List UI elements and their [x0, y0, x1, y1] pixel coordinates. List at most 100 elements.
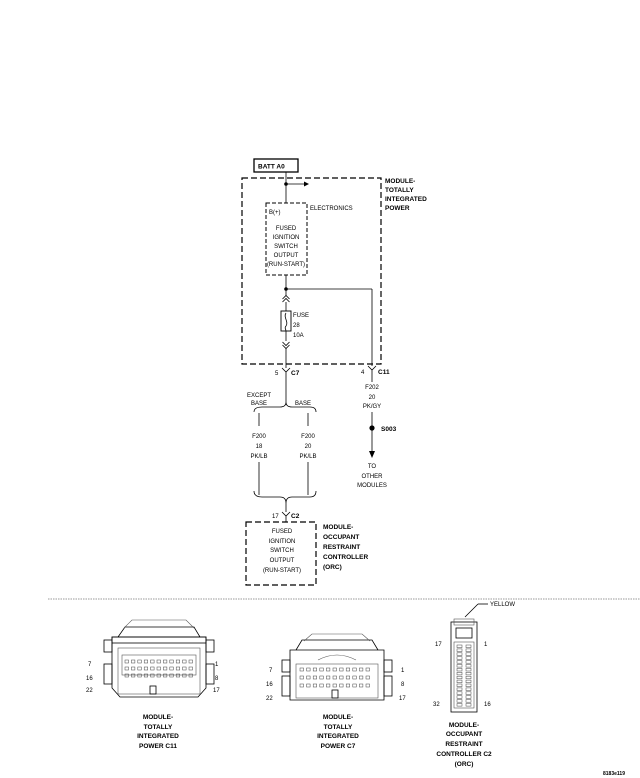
pin-cavity [456, 644, 463, 648]
c7-connector-label: C7 [291, 370, 300, 377]
pin-cavity [306, 667, 311, 672]
svg-text:PK/LB: PK/LB [299, 454, 316, 460]
pin-cavity [326, 683, 331, 688]
pin-cavity [465, 691, 472, 695]
pin-cavity [175, 666, 180, 671]
svg-text:17: 17 [213, 688, 220, 694]
pin-cavity [156, 659, 161, 664]
pin-cavity [365, 667, 370, 672]
svg-text:28: 28 [293, 323, 300, 329]
pin-cavity [124, 659, 129, 664]
option-brace-top [253, 401, 317, 413]
connector-c11-pin-grid [124, 659, 193, 678]
pin-cavity [456, 683, 463, 687]
connector-c7-caption: MODULE- TOTALLY INTEGRATED POWER C7 [317, 714, 359, 750]
c11-connector-label: C11 [378, 369, 390, 376]
connector-c2-face [450, 618, 478, 713]
pin-cavity [345, 667, 350, 672]
svg-text:TOTALLY: TOTALLY [324, 724, 353, 731]
pin-cavity [131, 666, 136, 671]
pin-cavity [465, 656, 472, 660]
pin-cavity [299, 675, 304, 680]
svg-text:(RUN-START): (RUN-START) [267, 262, 305, 268]
splice-s003-label: S003 [381, 426, 397, 433]
svg-text:(ORC): (ORC) [455, 761, 474, 768]
fuse-label: FUSE 28 10A [293, 313, 309, 339]
pin-cavity [456, 652, 463, 656]
pin-cavity [332, 667, 337, 672]
pin-cavity [345, 675, 350, 680]
pin-cavity [365, 675, 370, 680]
f200-right-wire-label: F200 20 PK/LB [299, 434, 316, 460]
pin-cavity [326, 667, 331, 672]
pin-cavity [143, 673, 148, 678]
svg-text:MODULE-: MODULE- [449, 722, 479, 729]
svg-text:POWER: POWER [385, 205, 410, 212]
batt-box-label: BATT A0 [258, 164, 285, 171]
f202-wire-label: F202 20 PK/GY [363, 385, 381, 410]
pin-cavity [339, 675, 344, 680]
svg-text:F202: F202 [365, 385, 379, 391]
fused-output-label-bottom: FUSED IGNITION SWITCH OUTPUT (RUN-START) [263, 529, 301, 574]
pin-cavity [326, 675, 331, 680]
svg-text:8: 8 [215, 676, 219, 682]
svg-text:PK/GY: PK/GY [363, 404, 381, 410]
pin-cavity [188, 673, 193, 678]
svg-text:TOTALLY: TOTALLY [144, 724, 173, 731]
pin-cavity [465, 699, 472, 703]
svg-text:17: 17 [435, 642, 442, 648]
pin-cavity [456, 691, 463, 695]
pin-cavity [359, 683, 364, 688]
connector-c11-pin-numbers: 7 16 22 1 8 17 [86, 662, 220, 694]
pin-cavity [169, 673, 174, 678]
svg-text:MODULE-: MODULE- [323, 524, 353, 531]
pin-cavity [465, 683, 472, 687]
svg-text:INTEGRATED: INTEGRATED [137, 733, 179, 740]
connector-c7-face [281, 633, 393, 701]
pin-cavity [312, 683, 317, 688]
pin-cavity [163, 666, 168, 671]
pin-cavity [456, 699, 463, 703]
svg-text:F200: F200 [252, 434, 266, 440]
svg-text:(ORC): (ORC) [323, 564, 342, 571]
pin-cavity [456, 695, 463, 699]
figure-id: 8183e119 [603, 771, 625, 777]
connector-c7-pin-grid [299, 667, 370, 688]
batt-box-frame [253, 158, 299, 173]
connector-c2-pin-numbers: 17 1 32 16 [433, 642, 491, 708]
svg-text:1: 1 [215, 662, 219, 668]
svg-text:7: 7 [88, 662, 92, 668]
pin-cavity [339, 683, 344, 688]
svg-text:BASE: BASE [251, 401, 267, 407]
pin-cavity [456, 679, 463, 683]
fuse-28-symbol [280, 310, 292, 332]
svg-text:IGNITION: IGNITION [269, 539, 296, 545]
connector-c2-caption: MODULE- OCCUPANT RESTRAINT CONTROLLER C2… [436, 722, 492, 768]
option-brace-bottom [253, 490, 317, 504]
pin-cavity [182, 659, 187, 664]
svg-text:MODULES: MODULES [357, 483, 387, 489]
svg-text:(RUN-START): (RUN-START) [263, 568, 301, 574]
connector-c2-pin-grid [456, 644, 472, 707]
pin-cavity [332, 675, 337, 680]
to-other-modules-label: TO OTHER MODULES [357, 464, 387, 489]
svg-text:MODULE-: MODULE- [385, 178, 415, 185]
orc-module-box [245, 521, 317, 586]
svg-text:F200: F200 [301, 434, 315, 440]
svg-text:PK/LB: PK/LB [250, 454, 267, 460]
pin-cavity [456, 660, 463, 664]
pin-cavity [182, 673, 187, 678]
svg-text:POWER C11: POWER C11 [139, 743, 177, 750]
pin-cavity [124, 666, 129, 671]
svg-text:20: 20 [305, 444, 312, 450]
pin-cavity [150, 659, 155, 664]
pin-cavity [465, 664, 472, 668]
svg-text:INTEGRATED: INTEGRATED [385, 196, 427, 203]
pin-cavity [306, 683, 311, 688]
pin-cavity [456, 687, 463, 691]
svg-text:MODULE-: MODULE- [143, 714, 173, 721]
svg-text:MODULE-: MODULE- [323, 714, 353, 721]
svg-text:CONTROLLER: CONTROLLER [323, 554, 368, 561]
pin-cavity [345, 683, 350, 688]
c2-connector-symbol [281, 511, 291, 522]
